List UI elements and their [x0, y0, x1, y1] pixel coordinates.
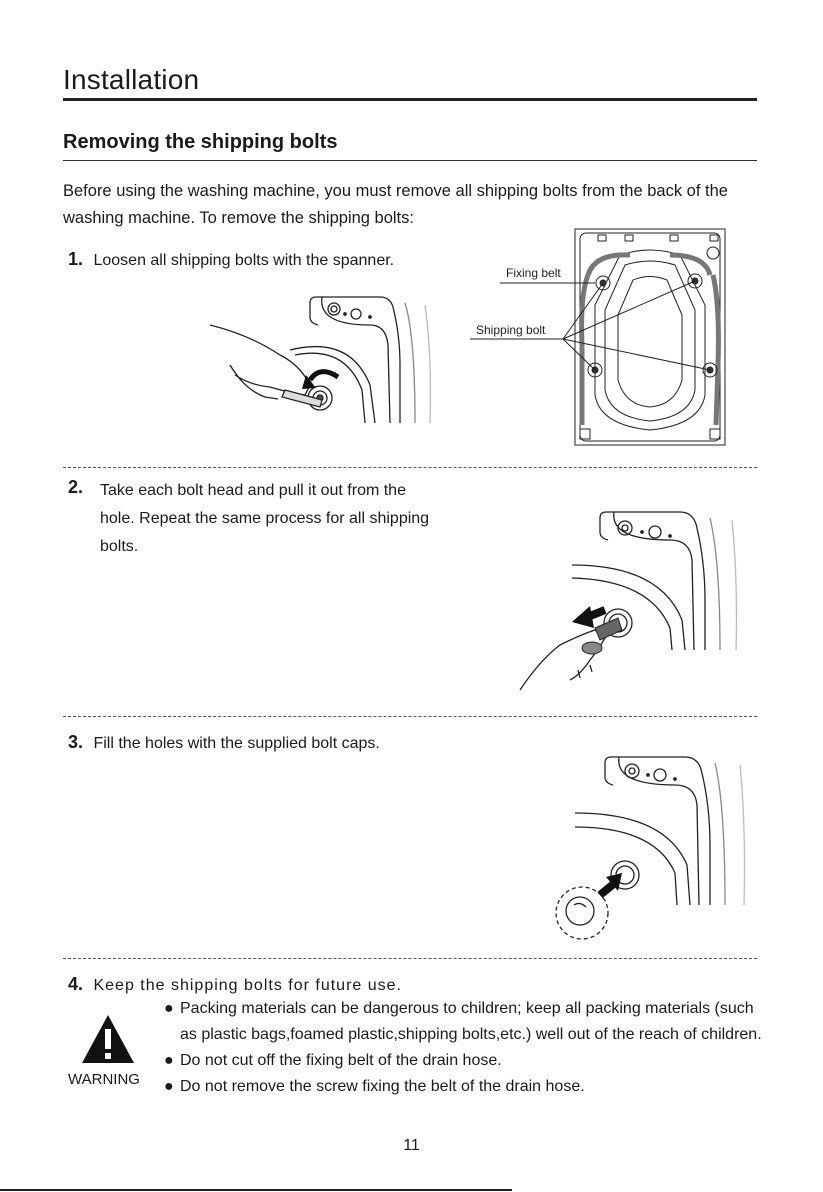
step-text: Fill the holes with the supplied bolt ca… [93, 735, 380, 752]
list-item: ● Do not remove the screw fixing the bel… [164, 1074, 764, 1100]
step-text: Take each bolt head and pull it out from… [100, 482, 430, 555]
bolt-cap-illustration [555, 756, 746, 940]
step-number: 1. [68, 249, 84, 269]
bottom-rule [0, 1189, 512, 1191]
step-2: 2. [68, 477, 448, 498]
bullet-dot: ● [164, 1078, 174, 1095]
divider [63, 716, 757, 717]
step-1: 1. Loosen all shipping bolts with the sp… [68, 247, 448, 274]
step-3: 3. Fill the holes with the supplied bolt… [68, 730, 488, 757]
shipping-bolt-label: Shipping bolt [476, 323, 546, 337]
subsection-title: Removing the shipping bolts [63, 131, 338, 153]
bullet-text: Packing materials can be dangerous to ch… [180, 1000, 762, 1043]
machine-back-diagram: Fixing belt Shipping bolt [470, 228, 726, 446]
step-4: 4. Keep the shipping bolts for future us… [68, 972, 488, 999]
bolt-pull-illustration [519, 511, 738, 691]
bullet-text: Do not remove the screw fixing the belt … [180, 1078, 585, 1095]
subsection-rule [63, 160, 757, 161]
bullet-dot: ● [164, 1052, 174, 1069]
title-rule [63, 98, 757, 101]
step-number: 2. [68, 477, 84, 497]
intro-paragraph: Before using the washing machine, you mu… [63, 182, 728, 227]
list-item: ● Packing materials can be dangerous to … [164, 996, 764, 1048]
step-text: Loosen all shipping bolts with the spann… [93, 252, 395, 269]
warning-bullets: ● Packing materials can be dangerous to … [164, 996, 764, 1100]
spanner-illustration [210, 296, 432, 424]
bullet-text: Do not cut off the fixing belt of the dr… [180, 1052, 502, 1069]
divider [63, 958, 757, 959]
warning-label: WARNING [68, 1071, 140, 1088]
page-number: 11 [403, 1137, 420, 1154]
divider [63, 467, 757, 468]
warning-triangle-icon [82, 1015, 134, 1063]
step-number: 4. [68, 974, 84, 994]
bullet-dot: ● [164, 1000, 174, 1017]
list-item: ● Do not cut off the fixing belt of the … [164, 1048, 764, 1074]
section-title: Installation [63, 64, 200, 95]
fixing-belt-label: Fixing belt [506, 266, 561, 280]
step-text: Keep the shipping bolts for future use. [93, 977, 402, 994]
step-number: 3. [68, 732, 84, 752]
